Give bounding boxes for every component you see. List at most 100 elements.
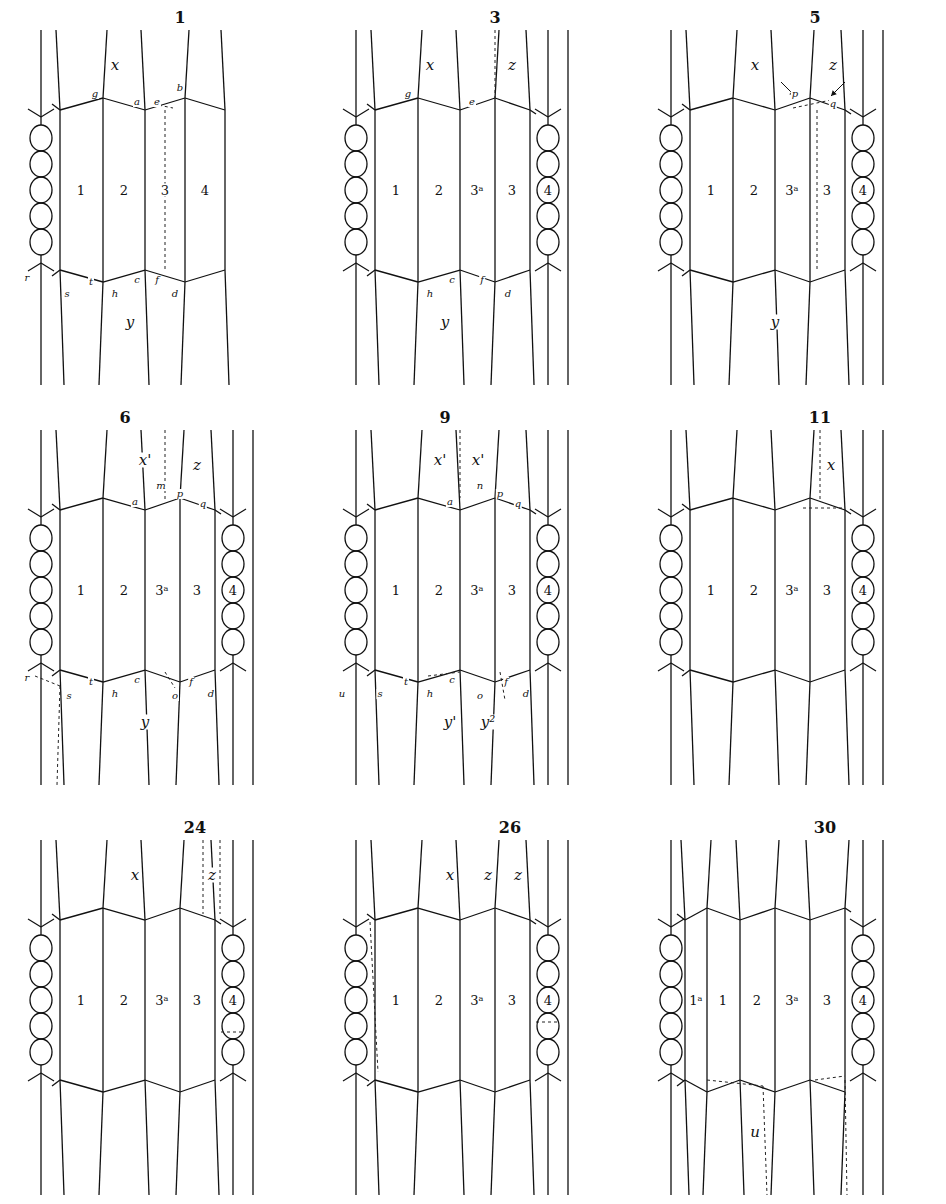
new-wall (220, 840, 221, 914)
cell-wall (809, 98, 810, 282)
cell-wall (844, 510, 845, 670)
cell-wall (103, 498, 145, 510)
new-wall (57, 686, 60, 785)
ray-wall (670, 30, 671, 117)
ray-wall (670, 255, 671, 263)
point-letter: f (154, 275, 160, 285)
new-wall (165, 672, 175, 688)
ray-wall (671, 1073, 684, 1081)
cell-wall (102, 98, 103, 282)
panel-drawing (658, 30, 883, 385)
cell-wall (375, 270, 418, 282)
ray-cell (30, 935, 52, 961)
new-wall (707, 1080, 763, 1086)
ray-cell (30, 1013, 52, 1039)
ray-wall (548, 1073, 561, 1081)
cell-wall (180, 908, 215, 920)
ray-cell (537, 1013, 559, 1039)
ray-wall (232, 1065, 233, 1073)
cell-number: 3ᵃ (784, 994, 799, 1007)
cell-wall (180, 430, 184, 498)
ray-cell (30, 961, 52, 987)
cell-wall (460, 270, 495, 282)
cell-number: 3ᵃ (469, 994, 484, 1007)
cell-wall (845, 840, 849, 908)
point-letter: q (514, 499, 522, 509)
ray-wall (547, 517, 548, 525)
region-letter: z (207, 868, 217, 883)
cell-wall (60, 670, 64, 785)
cell-wall (810, 670, 845, 682)
cell-wall (371, 430, 375, 510)
region-letter: x' (471, 453, 486, 468)
cell-wall (144, 110, 145, 270)
cell-wall (252, 840, 253, 1195)
new-wall (203, 840, 204, 914)
ray-cell (852, 603, 874, 629)
point-letter: c (448, 275, 456, 285)
new-wall (536, 1022, 560, 1023)
ray-wall (343, 663, 356, 671)
cell-wall (530, 1080, 534, 1195)
ray-cell (222, 935, 244, 961)
ray-cell (537, 125, 559, 151)
panel-number: 24 (183, 820, 207, 836)
ray-wall (28, 509, 41, 517)
cell-wall (418, 1080, 460, 1092)
cell-wall (374, 110, 375, 270)
ray-cell (660, 151, 682, 177)
cell-wall (221, 30, 225, 110)
cell-wall (841, 30, 845, 110)
region-letter: x (110, 58, 120, 73)
point-letter: f (503, 677, 509, 687)
panel-drawing (28, 840, 253, 1195)
panel-drawing (343, 30, 568, 385)
ray-cell (852, 961, 874, 987)
ray-wall (233, 509, 246, 517)
cell-wall (775, 670, 779, 785)
cell-wall (103, 30, 107, 98)
ray-cell (660, 125, 682, 151)
cell-number: 2 (752, 994, 762, 1007)
ray-wall (670, 430, 671, 517)
cell-wall (810, 1080, 845, 1092)
ray-wall (40, 663, 41, 785)
ray-cell (537, 935, 559, 961)
ray-wall (343, 509, 356, 517)
cell-wall (775, 270, 810, 282)
point-letter: a (131, 497, 139, 507)
cell-number: 3ᵃ (154, 994, 169, 1007)
point-letter: g (91, 89, 99, 99)
point-letter: d (522, 689, 530, 699)
ray-wall (356, 263, 369, 271)
cell-number: 2 (434, 584, 444, 597)
ray-cell (660, 987, 682, 1013)
cell-wall (732, 98, 733, 282)
cell-wall (185, 30, 189, 98)
ray-cell (345, 987, 367, 1013)
cell-wall (417, 908, 418, 1092)
ray-cell (852, 1013, 874, 1039)
cell-wall (707, 1080, 740, 1092)
ray-cell (660, 203, 682, 229)
ray-cell (30, 177, 52, 203)
ray-cell (852, 177, 874, 203)
ray-wall (670, 655, 671, 663)
cell-wall (460, 1080, 464, 1195)
cell-wall (179, 908, 180, 1092)
ray-wall (343, 919, 356, 927)
cell-wall (733, 498, 775, 510)
cell-number: 3ᵃ (469, 584, 484, 597)
ray-cell (30, 1039, 52, 1065)
ray-wall (862, 517, 863, 525)
ray-cell (660, 177, 682, 203)
region-letter: y (770, 315, 780, 330)
cell-wall (214, 920, 215, 1080)
arrow-head (831, 90, 837, 96)
ray-wall (40, 430, 41, 517)
ray-cell (852, 551, 874, 577)
ray-wall (41, 263, 54, 271)
ray-wall (670, 1073, 671, 1195)
ray-wall (548, 509, 561, 517)
ray-cell (660, 961, 682, 987)
